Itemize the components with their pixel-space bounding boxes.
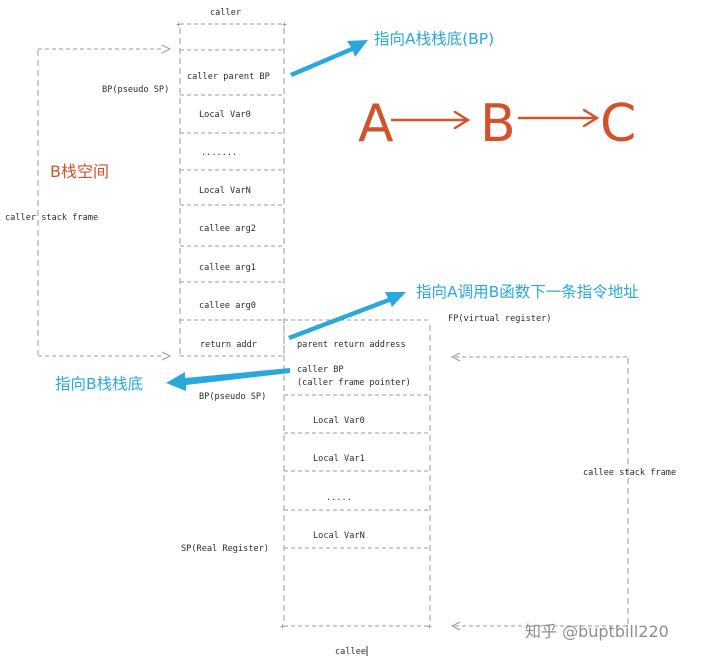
callee-cell-local-var0: Local Var0 xyxy=(313,416,365,426)
sp-real-register-label: SP(Real Register) xyxy=(181,544,269,554)
callee-cell-caller-frame-pointer: (caller frame pointer) xyxy=(297,378,411,388)
caller-cell-ellipsis: ....... xyxy=(201,148,237,158)
caller-cell-callee-arg1: callee arg1 xyxy=(199,263,256,273)
b-stack-bottom-note: 指向B栈栈底 xyxy=(55,375,143,393)
call-chain-node-b: B xyxy=(480,94,516,154)
fp-virtual-register-label: FP(virtual register) xyxy=(448,314,551,324)
callee-stack-column: ++ xyxy=(280,319,432,631)
svg-text:+: + xyxy=(176,20,181,29)
a-calls-b-next-note: 指向A调用B函数下一条指令地址 xyxy=(416,283,639,301)
caller-cell-callee-arg2: callee arg2 xyxy=(199,224,256,234)
a-stack-bottom-note: 指向A栈栈底(BP) xyxy=(374,30,494,48)
svg-text:+: + xyxy=(282,20,287,29)
watermark: 知乎 @buptbill220 xyxy=(525,622,669,641)
caller-frame-label: caller stack frame xyxy=(5,213,98,223)
arrow-to-return-address xyxy=(288,292,406,340)
caller-cell-callee-arg0: callee arg0 xyxy=(199,301,256,311)
svg-text:+: + xyxy=(427,622,432,631)
svg-text:+: + xyxy=(280,622,285,631)
arrow-to-b-stack-bottom xyxy=(166,368,290,391)
call-chain-node-a: A xyxy=(358,94,394,154)
caller-stack-column: ++ xyxy=(176,20,287,357)
callee-cell-parent-return-address: parent return address xyxy=(297,340,406,350)
callee-bp-label: BP(pseudo SP) xyxy=(199,392,266,402)
callee-footer: callee xyxy=(335,647,366,657)
caller-bp-label: BP(pseudo SP) xyxy=(102,85,169,95)
caller-cell-local-varn: Local VarN xyxy=(199,186,251,196)
call-chain-node-c: C xyxy=(600,94,636,154)
call-chain-arrow-a-b xyxy=(390,110,471,130)
callee-frame-label: callee stack frame xyxy=(583,468,676,478)
caller-cell-return-addr: return addr xyxy=(200,340,257,350)
caller-cell-local-var0: Local Var0 xyxy=(199,110,251,120)
b-stack-space-note: B栈空间 xyxy=(50,162,109,181)
arrow-to-a-stack-bottom xyxy=(290,40,368,77)
callee-frame-bracket xyxy=(450,352,629,631)
caller-cell-parent-bp: caller parent BP xyxy=(187,72,270,82)
callee-cell-caller-bp: caller BP xyxy=(297,365,344,375)
caller-header: caller xyxy=(210,8,241,18)
caller-frame-bracket xyxy=(37,44,172,361)
callee-cell-local-var1: Local Var1 xyxy=(313,454,365,464)
callee-cell-local-varn: Local VarN xyxy=(313,531,365,541)
call-chain-arrow-b-c xyxy=(517,108,600,128)
callee-cell-ellipsis: ..... xyxy=(326,493,352,503)
